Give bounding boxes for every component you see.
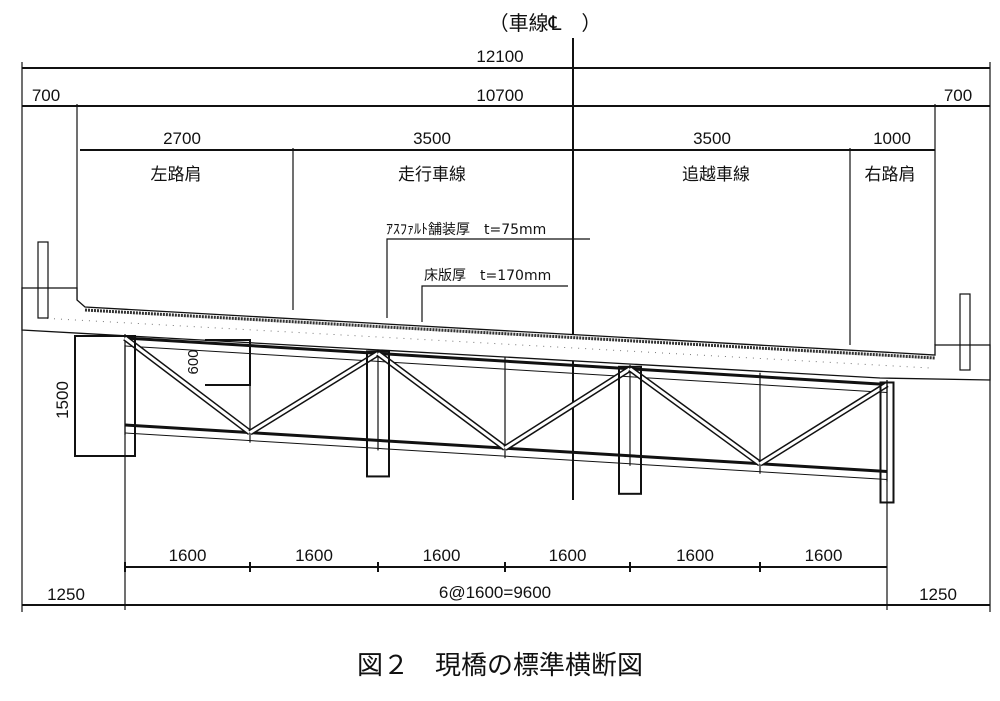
dim-bracket-height: 600 bbox=[185, 349, 202, 374]
diagonal-member-inner bbox=[377, 352, 506, 450]
dim-panel-spacing: 1600 bbox=[805, 546, 843, 565]
panel-dimension-group: 1600 1600 1600 1600 1600 1600 bbox=[124, 546, 843, 572]
dim-left-shoulder: 2700 bbox=[163, 129, 201, 148]
centerline-title: （車線℄ ） bbox=[489, 11, 602, 35]
dim-right-end: 1250 bbox=[919, 585, 957, 604]
dim-truss-height: 1500 bbox=[53, 381, 72, 419]
right-guardrail-post bbox=[959, 293, 971, 371]
leader-slab bbox=[421, 285, 568, 322]
leader-asphalt bbox=[386, 238, 590, 318]
concrete-texture bbox=[39, 317, 931, 369]
asphalt-pavement bbox=[84, 308, 936, 360]
diagonal-member-inner bbox=[124, 336, 251, 434]
diagonal-member-inner bbox=[759, 383, 888, 466]
figure-caption: 図２ 現橋の標準横断図 bbox=[357, 651, 643, 681]
dim-panel-spacing: 1600 bbox=[549, 546, 587, 565]
small-bracket bbox=[205, 339, 251, 386]
left-guardrail-post bbox=[37, 241, 49, 319]
dim-passing-lane: 3500 bbox=[693, 129, 731, 148]
label-right-shoulder: 右路肩 bbox=[865, 165, 916, 185]
floor-beam-post bbox=[366, 350, 390, 478]
dim-panel-spacing: 1600 bbox=[169, 546, 207, 565]
dim-left-end: 1250 bbox=[47, 585, 85, 604]
label-passing-lane: 追越車線 bbox=[682, 165, 750, 185]
floor-beam-post bbox=[618, 365, 642, 495]
dim-travel-lane: 3500 bbox=[413, 129, 451, 148]
note-asphalt: ｱｽﾌｧﾙﾄ舗装厚 t=75mm bbox=[386, 222, 546, 238]
note-slab: 床版厚 t=170mm bbox=[424, 268, 551, 284]
dim-right-overhang: 700 bbox=[944, 86, 972, 105]
label-left-shoulder: 左路肩 bbox=[151, 165, 202, 185]
dim-panel-total: 6@1600=9600 bbox=[439, 583, 551, 602]
dim-left-overhang: 700 bbox=[32, 86, 60, 105]
dim-panel-spacing: 1600 bbox=[295, 546, 333, 565]
diagonal-member-inner bbox=[249, 352, 379, 434]
label-travel-lane: 走行車線 bbox=[398, 165, 466, 185]
dim-panel-spacing: 1600 bbox=[423, 546, 461, 565]
dim-overall: 12100 bbox=[476, 47, 523, 66]
dim-panel-spacing: 1600 bbox=[676, 546, 714, 565]
left-bracket bbox=[74, 335, 136, 457]
diagonal-member-inner bbox=[629, 367, 761, 465]
diagonal-member-inner bbox=[504, 367, 631, 450]
dim-right-shoulder: 1000 bbox=[873, 129, 911, 148]
dim-roadway: 10700 bbox=[476, 86, 523, 105]
